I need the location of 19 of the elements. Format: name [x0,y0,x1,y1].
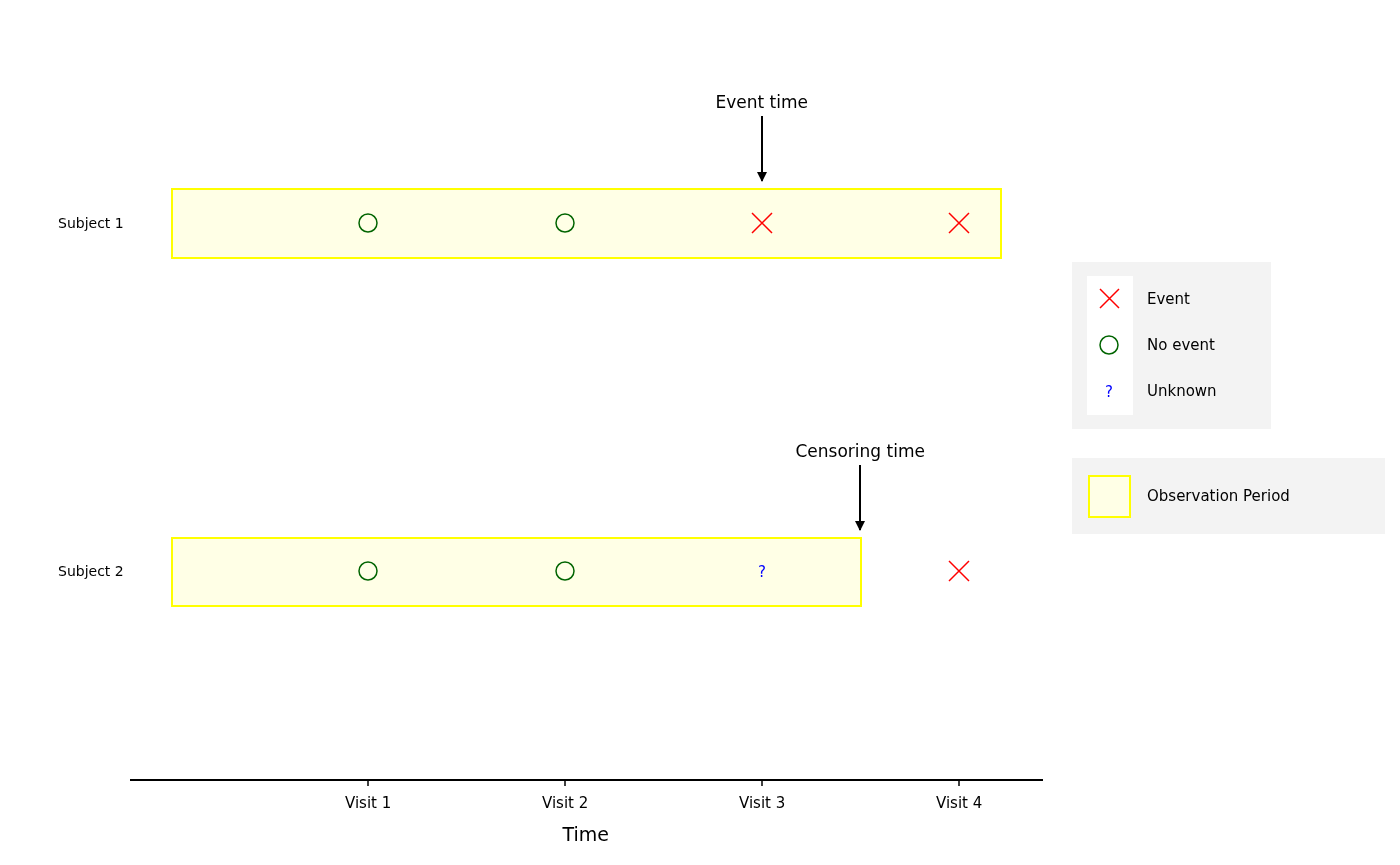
legend-label: Observation Period [1147,487,1290,505]
tick-label: Visit 3 [739,794,786,812]
legend-label: No event [1147,336,1215,354]
arrow [757,115,767,182]
axis-title: Time [562,823,609,845]
arrow [855,464,865,531]
row-label: Subject 2 [58,563,124,579]
question-mark: ? [758,563,766,581]
tick-label: Visit 4 [936,794,983,812]
observation-bar [171,537,862,607]
tick-label: Visit 2 [542,794,589,812]
observation-bar [171,188,1002,259]
legend-label: Event [1147,290,1190,308]
row-label: Subject 1 [58,215,124,231]
question-mark: ? [1105,383,1113,401]
tick-label: Visit 1 [345,794,392,812]
annotation-label: Censoring time [795,441,925,461]
annotation-label: Event time [715,92,808,112]
legend-label: Unknown [1147,382,1217,400]
